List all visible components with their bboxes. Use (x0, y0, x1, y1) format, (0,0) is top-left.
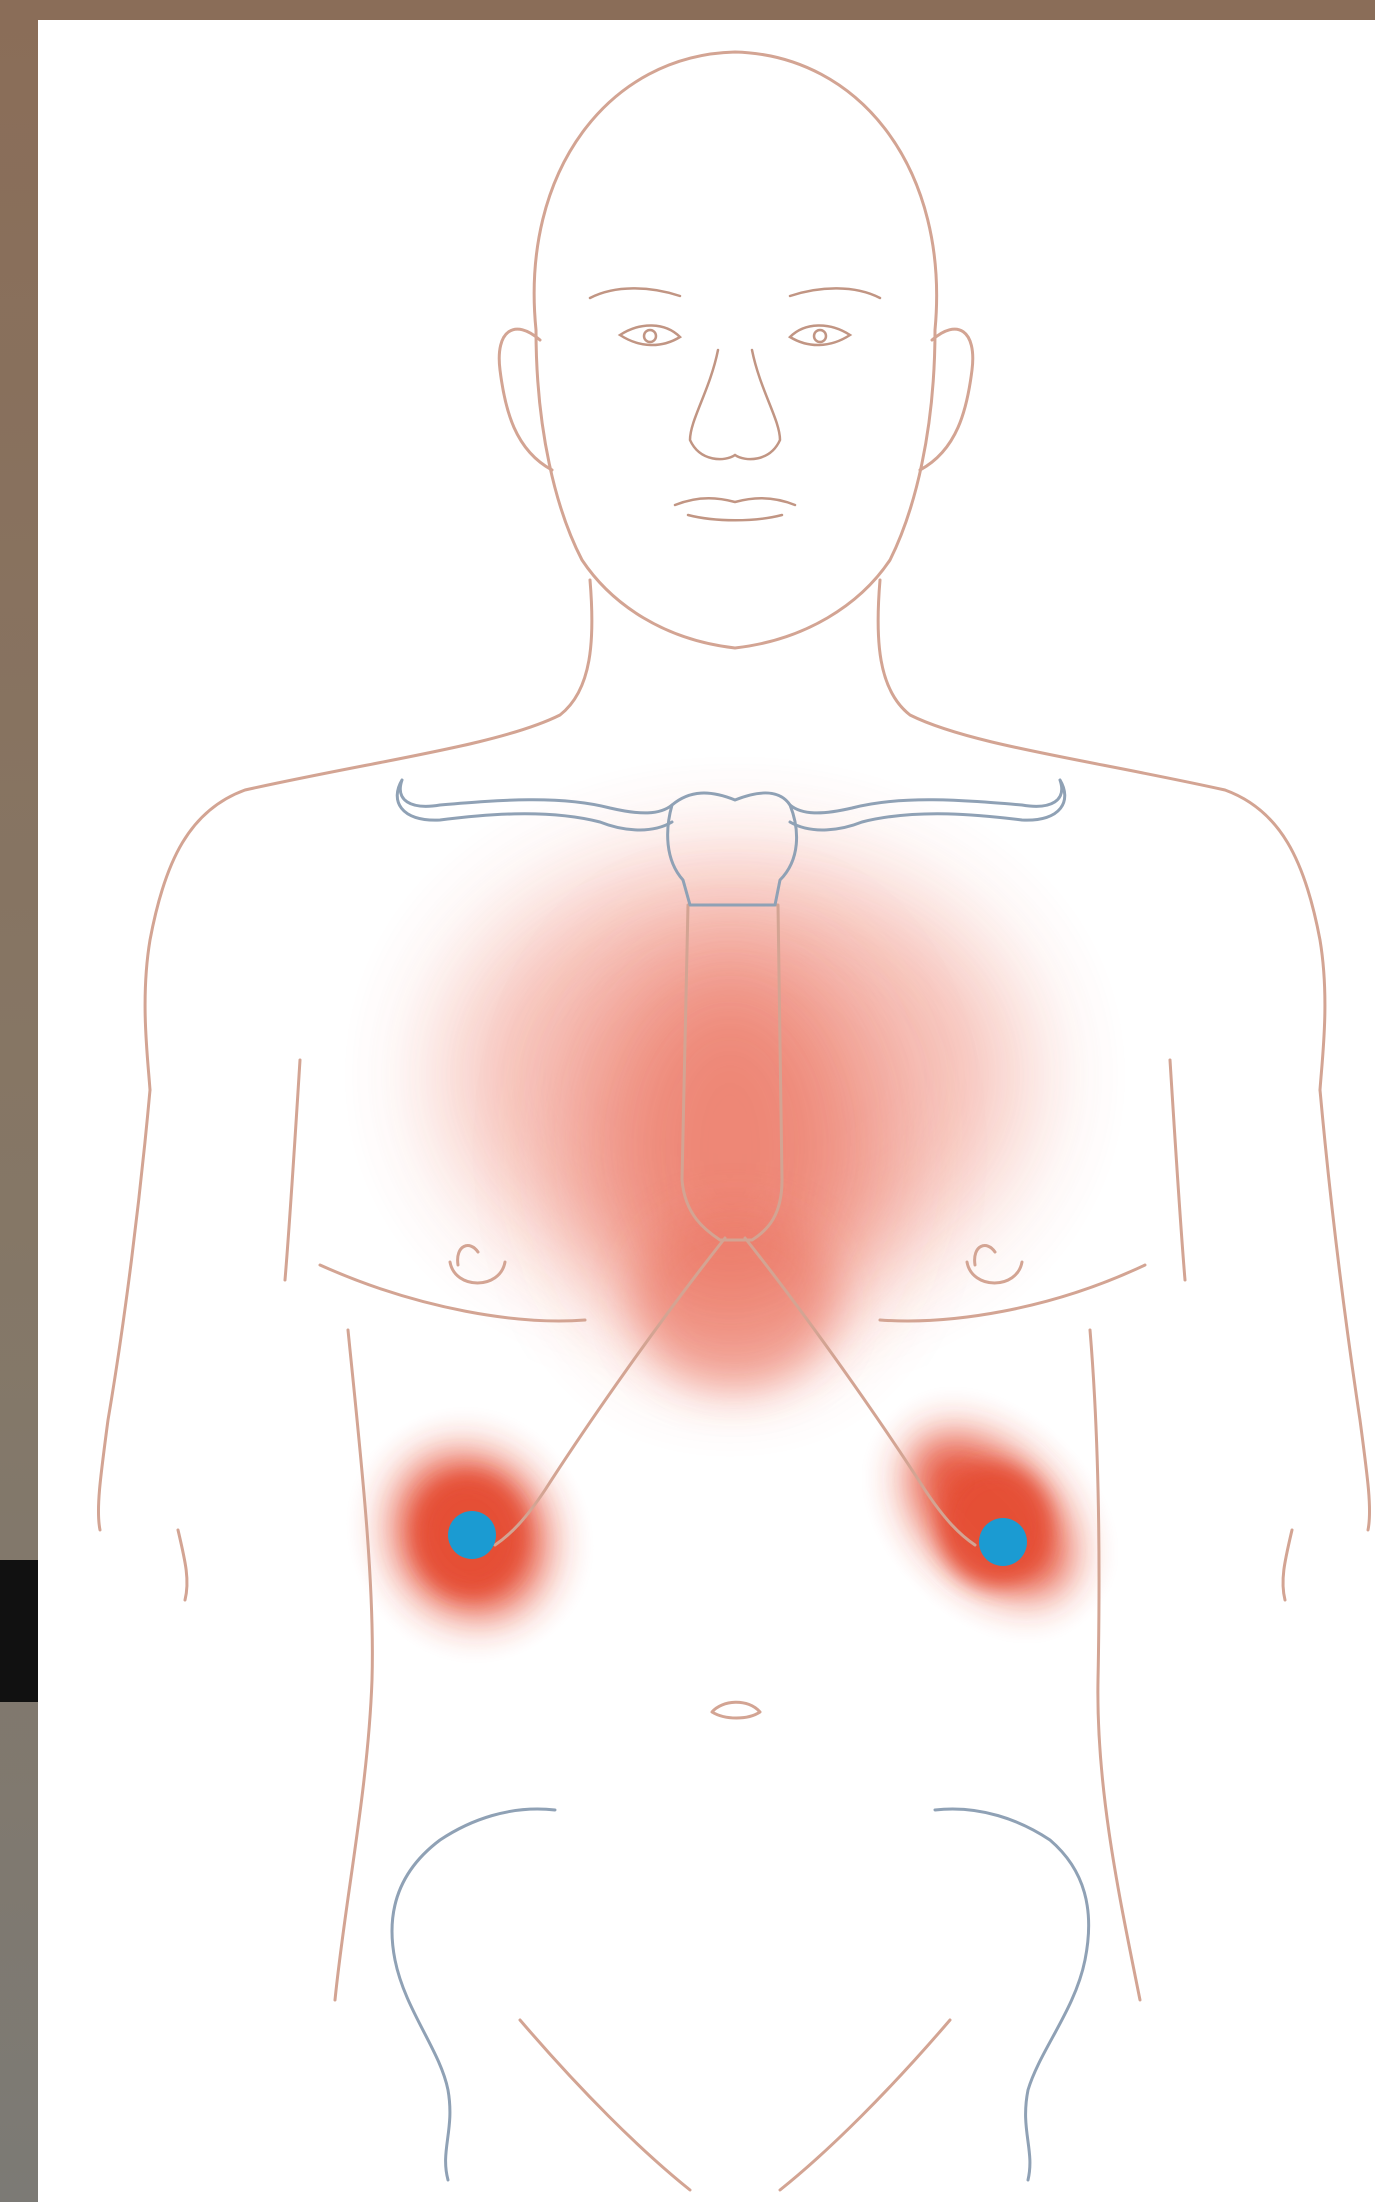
left-clavicle (790, 780, 1065, 830)
left-eyebrow (790, 288, 880, 298)
right-pectoral-line (320, 1265, 585, 1321)
torso-right-side (335, 1330, 372, 2000)
right-iliac-crest (392, 1809, 555, 2180)
right-trigger-point (448, 1511, 496, 1559)
navel (712, 1702, 760, 1718)
right-clavicle (397, 780, 672, 830)
left-costal-pain-zone (877, 1402, 1103, 1628)
left-pupil (814, 330, 826, 342)
mouth (675, 498, 795, 520)
torso-left-side (1090, 1330, 1140, 2000)
nose (690, 350, 780, 459)
right-arm (98, 1090, 150, 1530)
left-nipple (967, 1246, 1022, 1283)
face (590, 288, 880, 520)
left-iliac-crest (935, 1809, 1089, 2180)
right-groin-line (520, 2020, 690, 2190)
left-groin-line (780, 2020, 950, 2190)
left-axilla (1283, 1530, 1292, 1600)
left-arm (1320, 1090, 1370, 1530)
right-arm-inner (285, 1060, 300, 1280)
right-eyebrow (590, 288, 680, 298)
left-pectoral-line (880, 1265, 1145, 1321)
left-trigger-point (979, 1518, 1027, 1566)
right-axilla (178, 1530, 187, 1600)
right-ear (499, 329, 552, 470)
right-nipple (450, 1246, 505, 1283)
head-outline (534, 52, 936, 648)
left-ear (920, 329, 973, 470)
left-arm-inner (1170, 1060, 1185, 1280)
chest-pain-zone (445, 860, 1025, 1390)
right-pupil (644, 330, 656, 342)
